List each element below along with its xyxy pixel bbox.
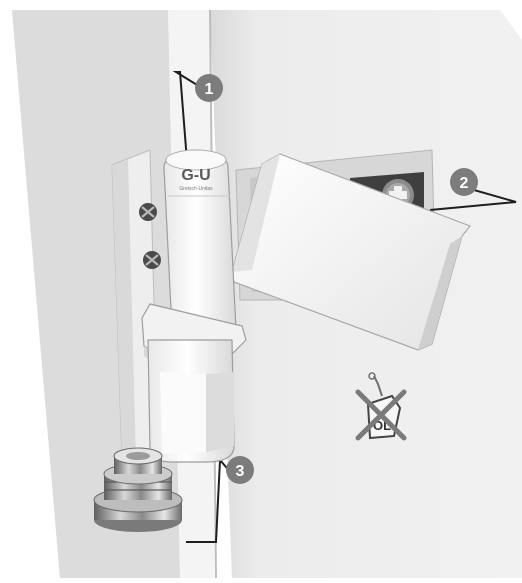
svg-text:G-U: G-U	[181, 167, 210, 184]
callout-badge-1: 1	[195, 74, 223, 102]
svg-text:Gretsch-Unitas: Gretsch-Unitas	[179, 186, 213, 192]
gu-logo: G-U Gretsch-Unitas	[179, 167, 213, 192]
callout-badge-2: 2	[450, 168, 478, 196]
frame-screw-lower	[143, 251, 161, 269]
svg-text:3: 3	[236, 463, 245, 480]
callout-badge-3: 3	[226, 456, 254, 484]
frame-screw-upper	[139, 203, 157, 221]
hinge-lower-barrel	[148, 340, 234, 462]
svg-text:2: 2	[460, 175, 469, 192]
svg-text:1: 1	[205, 81, 214, 98]
